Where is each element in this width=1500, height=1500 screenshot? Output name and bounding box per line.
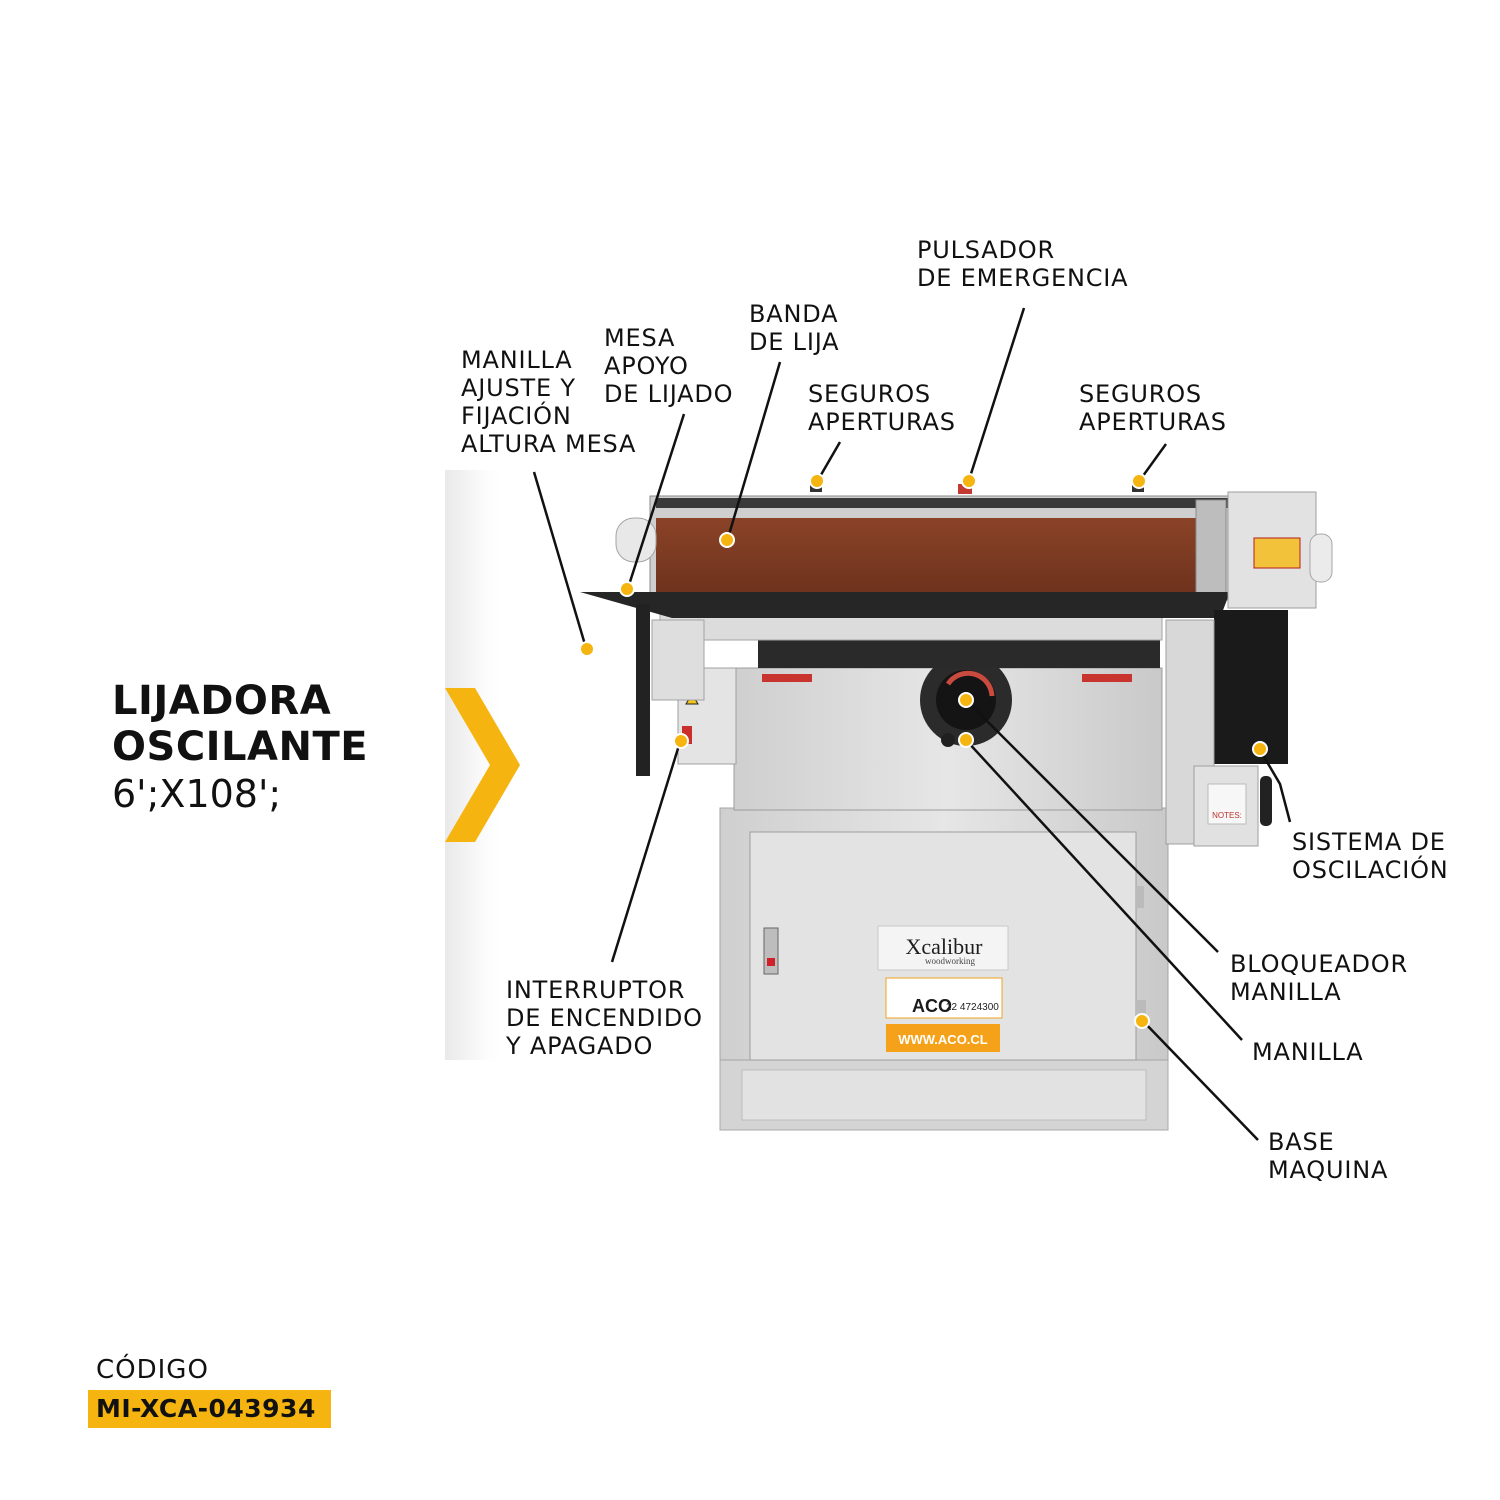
sanding-machine: Xcalibur woodworking ACO 22 4724300 WWW.… [580, 484, 1333, 1131]
title-line-1: LIJADORA [112, 678, 332, 724]
marker-dots [579, 473, 1268, 1029]
product-title: LIJADORA OSCILANTE 6';X108'; [112, 678, 368, 818]
dot-seguros-right [1131, 473, 1147, 489]
title-size: 6';X108'; [112, 772, 282, 816]
dot-seguros-left [809, 473, 825, 489]
code-badge [88, 1390, 331, 1428]
callout-manilla: MANILLA [1252, 1038, 1364, 1066]
title-line-2: OSCILANTE [112, 724, 369, 770]
svg-text:ACO: ACO [912, 996, 952, 1016]
callout-banda-lija: BANDA DE LIJA [749, 300, 840, 356]
svg-text:woodworking: woodworking [925, 956, 975, 966]
dot-manilla [958, 692, 974, 708]
callout-pulsador-emergencia: PULSADOR DE EMERGENCIA [917, 236, 1129, 292]
dot-bloqueador [958, 732, 974, 748]
dot-pulsador [961, 473, 977, 489]
dot-banda [719, 532, 735, 548]
svg-text:WWW.ACO.CL: WWW.ACO.CL [898, 1032, 988, 1047]
dot-base [1134, 1013, 1150, 1029]
dot-manilla-ajuste [579, 641, 595, 657]
callout-mesa-apoyo: MESA APOYO DE LIJADO [604, 324, 734, 408]
callout-manilla-ajuste: MANILLA AJUSTE Y FIJACIÓN ALTURA MESA [461, 346, 637, 458]
sanding-belt [656, 518, 1206, 594]
dot-mesa [619, 581, 635, 597]
callout-bloqueador-manilla: BLOQUEADOR MANILLA [1230, 950, 1408, 1006]
svg-text:22 4724300: 22 4724300 [946, 1002, 999, 1013]
web-sticker [886, 1024, 1000, 1052]
motor [1214, 610, 1288, 764]
chevron-arrow-icon [445, 688, 520, 842]
callout-sistema-oscilacion: SISTEMA DE OSCILACIÓN [1292, 828, 1449, 884]
callout-base-maquina: BASE MAQUINA [1268, 1128, 1389, 1184]
callout-seguros-aperturas-right: SEGUROS APERTURAS [1079, 380, 1227, 436]
code-caption: CÓDIGO [96, 1355, 209, 1385]
dealer-sticker [885, 977, 1003, 1019]
brand-logo-text: Xcalibur [906, 934, 984, 959]
brand-sticker [877, 925, 1009, 971]
dot-interruptor [673, 733, 689, 749]
code-value: MI-XCA-043934 [96, 1394, 316, 1423]
callout-seguros-aperturas-left: SEGUROS APERTURAS [808, 380, 956, 436]
svg-text:NOTES:: NOTES: [1212, 811, 1242, 820]
leader-lines [532, 307, 1292, 1141]
dot-oscilacion [1252, 741, 1268, 757]
support-table [580, 592, 1230, 618]
callout-interruptor: INTERRUPTOR DE ENCENDIDO Y APAGADO [506, 976, 703, 1060]
